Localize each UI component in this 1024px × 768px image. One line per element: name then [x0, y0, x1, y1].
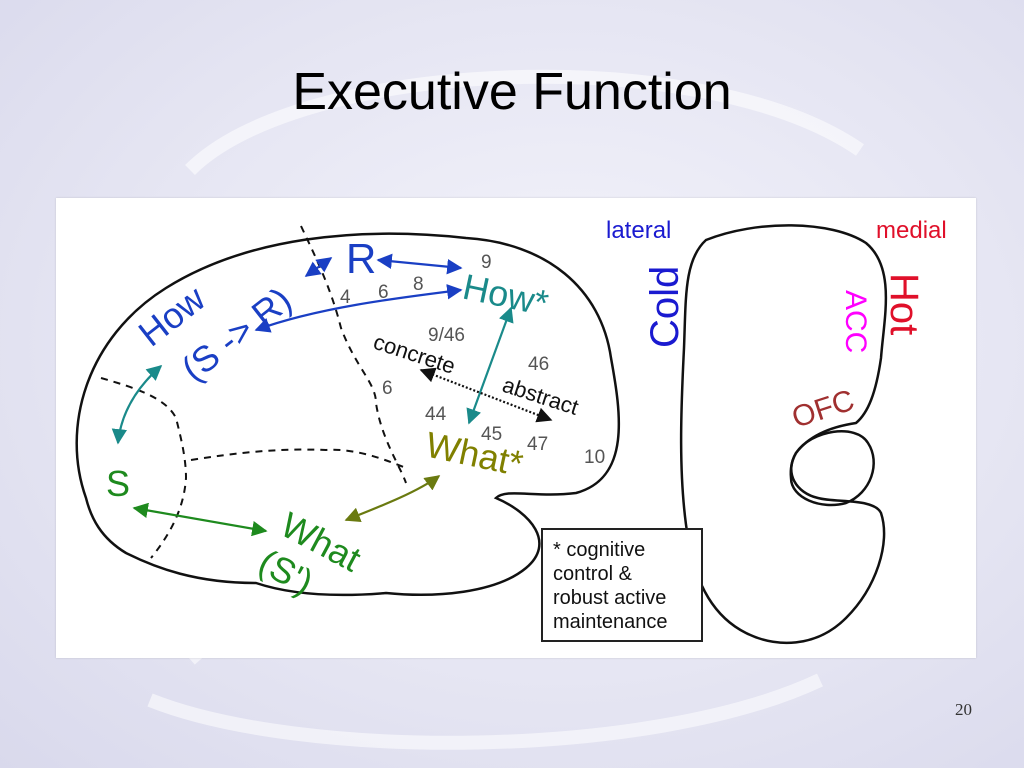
area-number: 6 — [378, 282, 389, 303]
lateral-brain-outline — [75, 232, 621, 597]
label-hot: Hot — [882, 273, 926, 335]
arrow-s-what-s — [132, 502, 268, 537]
area-number: 8 — [413, 274, 424, 295]
area-number: 46 — [528, 354, 549, 375]
label-medial: medial — [876, 217, 947, 244]
arrow-r-how-s-r — [304, 257, 333, 277]
medial-brain-outline — [679, 224, 888, 644]
diagram-svg: R How (S -> R) How* What* S What (S') co… — [75, 217, 947, 644]
brain-diagram: R How (S -> R) How* What* S What (S') co… — [56, 198, 976, 658]
page-number: 20 — [955, 700, 972, 719]
area-number: 9 — [481, 252, 492, 273]
label-acc: ACC — [839, 290, 872, 353]
legend-line: control & — [553, 563, 632, 585]
area-number: 44 — [425, 404, 447, 425]
region-boundaries — [100, 225, 407, 559]
label-what-star: What* — [422, 424, 526, 484]
label-s: S — [106, 463, 130, 504]
arrow-how-star-what-star — [466, 306, 514, 425]
area-number: 47 — [527, 434, 548, 455]
label-lateral: lateral — [606, 217, 671, 244]
slide-title: Executive Function — [292, 63, 732, 121]
arrow-what-s-what-star — [344, 475, 441, 523]
corpus-callosum-outline — [789, 430, 875, 507]
area-number: 45 — [481, 424, 502, 445]
legend-line: * cognitive — [553, 539, 646, 561]
area-number: 4 — [340, 287, 351, 308]
label-ofc: OFC — [788, 384, 858, 435]
label-r: R — [346, 235, 376, 282]
label-how-star: How* — [459, 266, 552, 324]
arrow-how-s-r-how-star — [254, 284, 463, 333]
legend-box: * cognitive control & robust active main… — [541, 528, 703, 642]
arrow-concrete-abstract — [419, 367, 553, 423]
legend-line: robust active — [553, 587, 667, 609]
area-number: 6 — [382, 378, 393, 399]
area-numbers: 9 4 6 8 9/46 46 6 44 45 47 10 — [340, 252, 605, 468]
area-number: 10 — [584, 447, 605, 468]
legend-line: maintenance — [553, 611, 668, 633]
label-cold: Cold — [643, 266, 687, 348]
arrow-r-how-star — [376, 253, 463, 275]
label-abstract: abstract — [499, 372, 581, 420]
arrow-how-s-r-s — [111, 364, 163, 445]
area-number: 9/46 — [428, 325, 465, 346]
